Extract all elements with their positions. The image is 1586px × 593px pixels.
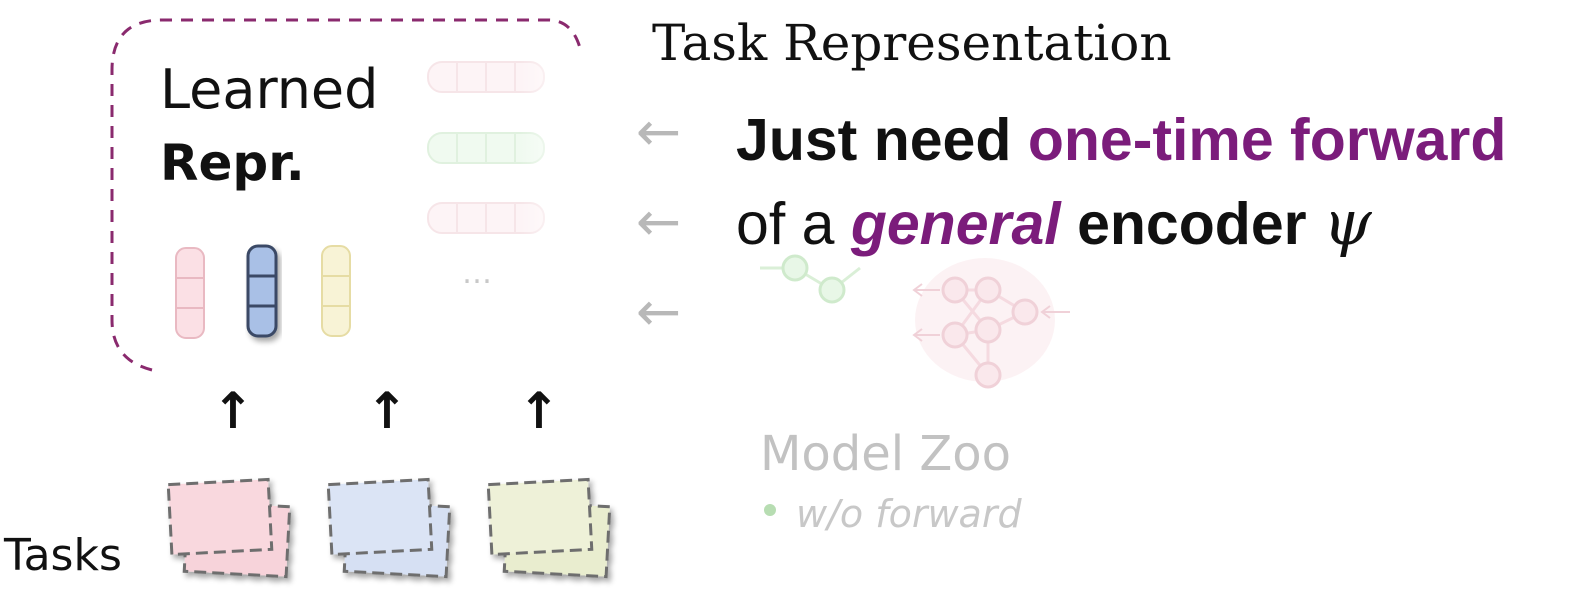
- psi-symbol: ψ: [1323, 186, 1372, 259]
- statement-encoder: encoder: [1060, 191, 1323, 257]
- left-arrow-icon: ←: [636, 100, 682, 163]
- statement-line-2: of a general encoder ψ: [736, 186, 1372, 259]
- tasks-label: Tasks: [4, 530, 122, 581]
- token-bar-pink: [427, 61, 545, 93]
- more-tokens-ellipsis: …: [462, 256, 495, 291]
- up-arrow-icon: ↑: [366, 382, 408, 440]
- model-zoo-label: Model Zoo: [760, 426, 1011, 482]
- repr-token-yellow: [321, 245, 351, 337]
- learned-repr-dashed-border: [110, 18, 582, 372]
- model-zoo-note: w/o forward: [796, 492, 1022, 536]
- statement-line-1: Just need one-time forward: [736, 106, 1506, 174]
- task-card-pink: [166, 477, 292, 579]
- faded-token-bars: [427, 61, 545, 234]
- statement-lead: Just need: [736, 107, 1028, 173]
- task-card-blue: [326, 477, 452, 579]
- task-representation-title: Task Representation: [652, 14, 1172, 72]
- left-arrow-icon: ←: [636, 280, 682, 343]
- faded-network-green: [760, 254, 861, 304]
- statement-highlight: one-time forward: [1027, 107, 1507, 173]
- up-arrow-icon: ↑: [518, 382, 560, 440]
- repr-label: Repr.: [160, 134, 305, 192]
- task-card-yellow: [486, 477, 612, 579]
- up-arrow-icon: ↑: [212, 382, 254, 440]
- repr-token-pink: [175, 247, 205, 339]
- left-arrow-icon: ←: [636, 190, 682, 253]
- repr-token-blue: [246, 244, 278, 338]
- zoo-bullet-dot: [764, 504, 776, 516]
- statement-general: general: [850, 191, 1061, 257]
- statement-of-a: of a: [736, 191, 851, 257]
- learned-label: Learned: [160, 58, 379, 121]
- token-bar-pink-2: [427, 202, 545, 234]
- faded-network-pink: [912, 258, 1070, 389]
